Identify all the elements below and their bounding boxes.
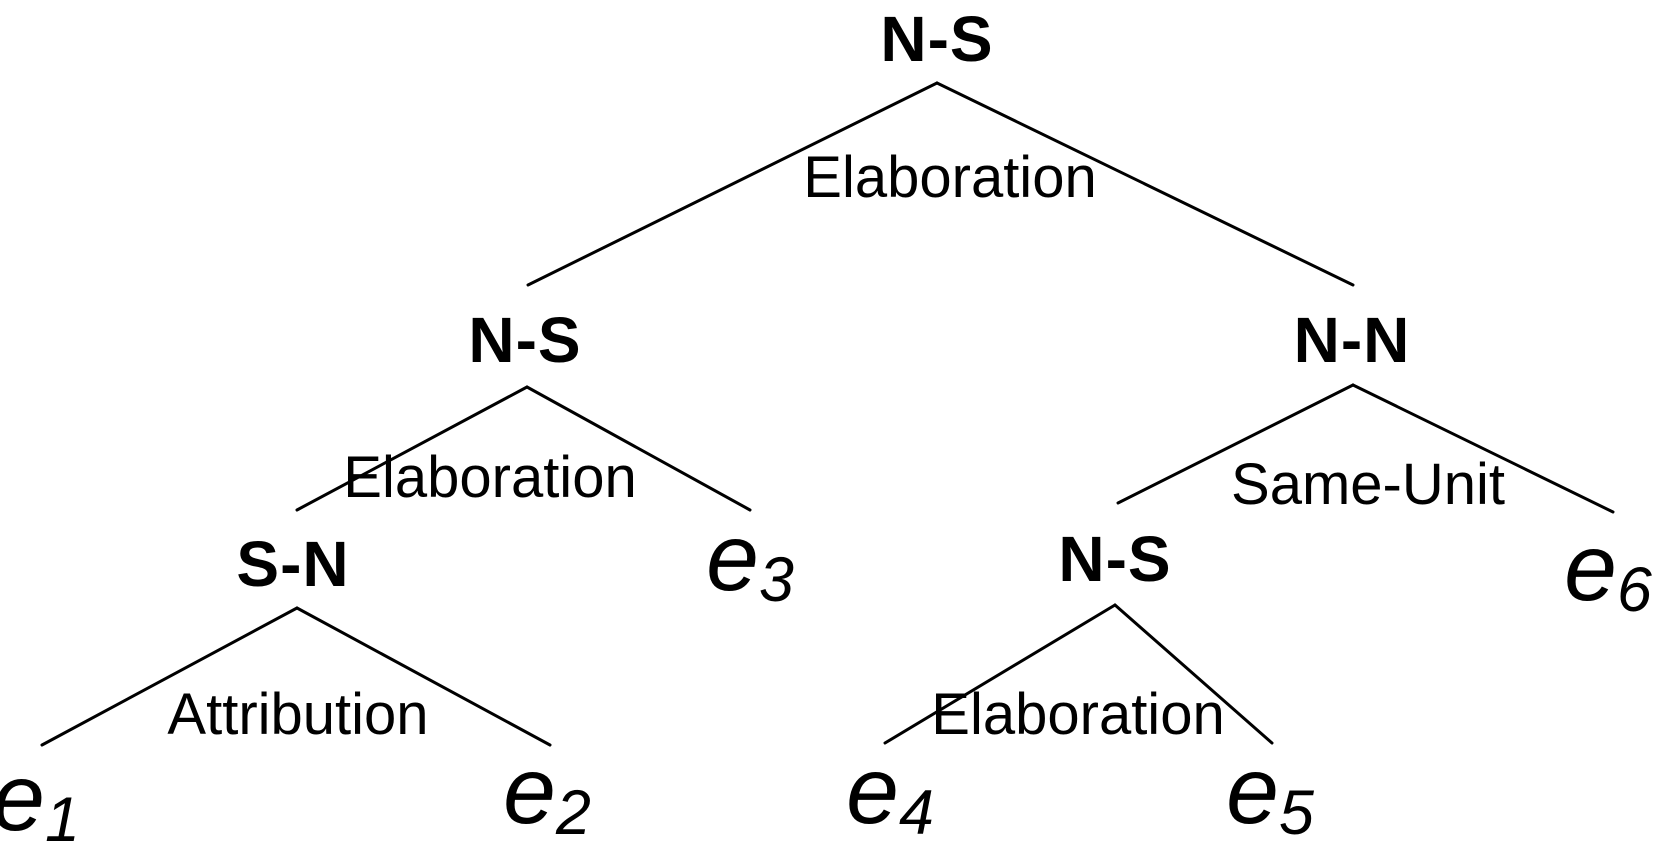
tree-node-sn: S-N	[236, 528, 350, 600]
leaf-e1-base: e	[0, 745, 45, 846]
relation-label-attribution: Attribution	[167, 682, 429, 747]
edge-root-to-left	[526, 81, 939, 287]
edge-l2right-to-e4	[883, 603, 1117, 745]
leaf-e5-subscript: 5	[1278, 778, 1314, 846]
leaf-e3: e3	[706, 511, 794, 612]
edge-l2right-to-e5	[1113, 603, 1274, 745]
leaf-e5-base: e	[1226, 738, 1279, 844]
leaf-e4-subscript: 4	[898, 778, 934, 846]
leaf-e2-base: e	[503, 738, 556, 844]
leaf-e4: e4	[846, 744, 934, 845]
relation-label-left-elaboration: Elaboration	[343, 445, 637, 510]
edge-l1left-to-sn	[295, 385, 529, 512]
leaf-e3-base: e	[706, 505, 759, 611]
leaf-e2: e2	[503, 744, 591, 845]
leaf-e5: e5	[1226, 744, 1314, 845]
edge-l1right-to-ns	[1116, 383, 1355, 505]
relation-label-same-unit: Same-Unit	[1231, 452, 1505, 517]
tree-node-bottom-right-ns: N-S	[1058, 523, 1172, 595]
tree-node-left-ns: N-S	[468, 304, 582, 376]
leaf-e6: e6	[1564, 521, 1652, 622]
relation-label-root-elaboration: Elaboration	[803, 145, 1097, 210]
edge-sn-to-e1	[40, 606, 299, 747]
edge-sn-to-e2	[295, 606, 552, 747]
tree-node-root: N-S	[880, 3, 994, 75]
edge-root-to-right	[935, 81, 1355, 287]
edge-l1right-to-e6	[1351, 383, 1615, 514]
leaf-e1-subscript: 1	[44, 785, 80, 846]
edge-l1left-to-e3	[525, 385, 752, 512]
leaf-e6-base: e	[1564, 515, 1617, 621]
leaf-e2-subscript: 2	[555, 778, 591, 846]
leaf-e3-subscript: 3	[758, 545, 794, 616]
relation-label-bottom-elaboration: Elaboration	[931, 682, 1225, 747]
leaf-e6-subscript: 6	[1616, 555, 1652, 626]
leaf-e4-base: e	[846, 738, 899, 844]
leaf-e1: e1	[0, 751, 80, 846]
tree-node-right-nn: N-N	[1293, 304, 1411, 376]
